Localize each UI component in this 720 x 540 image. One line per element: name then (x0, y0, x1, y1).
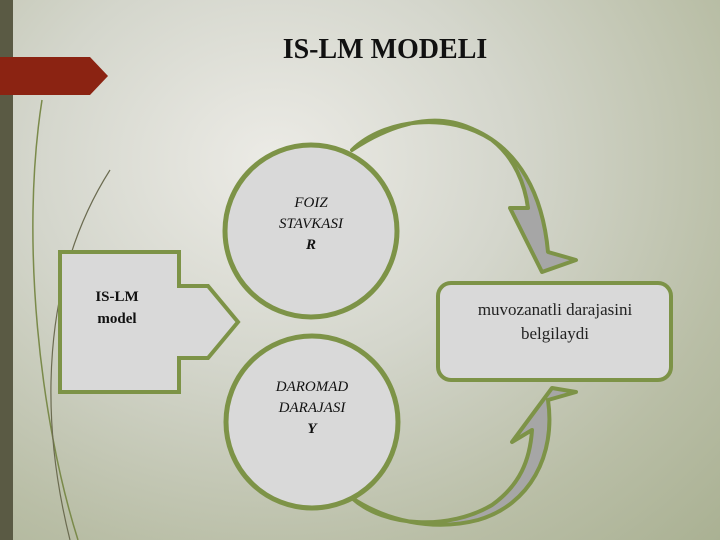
left-accent-bar (0, 0, 13, 540)
circle-interest-rate (222, 142, 400, 320)
model-box-line1: IS-LM (95, 289, 139, 305)
circle-bottom-symbol: Y (307, 421, 317, 437)
circle-top-symbol: R (305, 237, 316, 253)
red-ribbon (0, 57, 108, 95)
model-block-arrow (58, 250, 241, 394)
circle-top-line2: STAVKASI (279, 216, 343, 232)
slide-title: IS-LM MODELI (282, 34, 488, 65)
circle-income-level (223, 333, 401, 511)
circle-bottom-line2: DARAJASI (278, 400, 346, 416)
circle-top-label: FOIZ STAVKASI R (241, 193, 381, 256)
circle-top-line1: FOIZ (294, 195, 328, 211)
circle-bottom-label: DAROMAD DARAJASI Y (242, 377, 382, 440)
result-text: muvozanatli darajasini belgilaydi (477, 300, 633, 343)
model-box-label: IS-LM model (64, 286, 170, 330)
circle-bottom-line1: DAROMAD (275, 379, 349, 395)
result-box (436, 281, 673, 382)
decor-curve-2 (50, 169, 111, 540)
curved-arrow-bottom (350, 386, 578, 527)
model-box-line2: model (97, 311, 137, 327)
decor-curve-1 (32, 99, 79, 540)
curved-arrow-top (350, 118, 578, 274)
